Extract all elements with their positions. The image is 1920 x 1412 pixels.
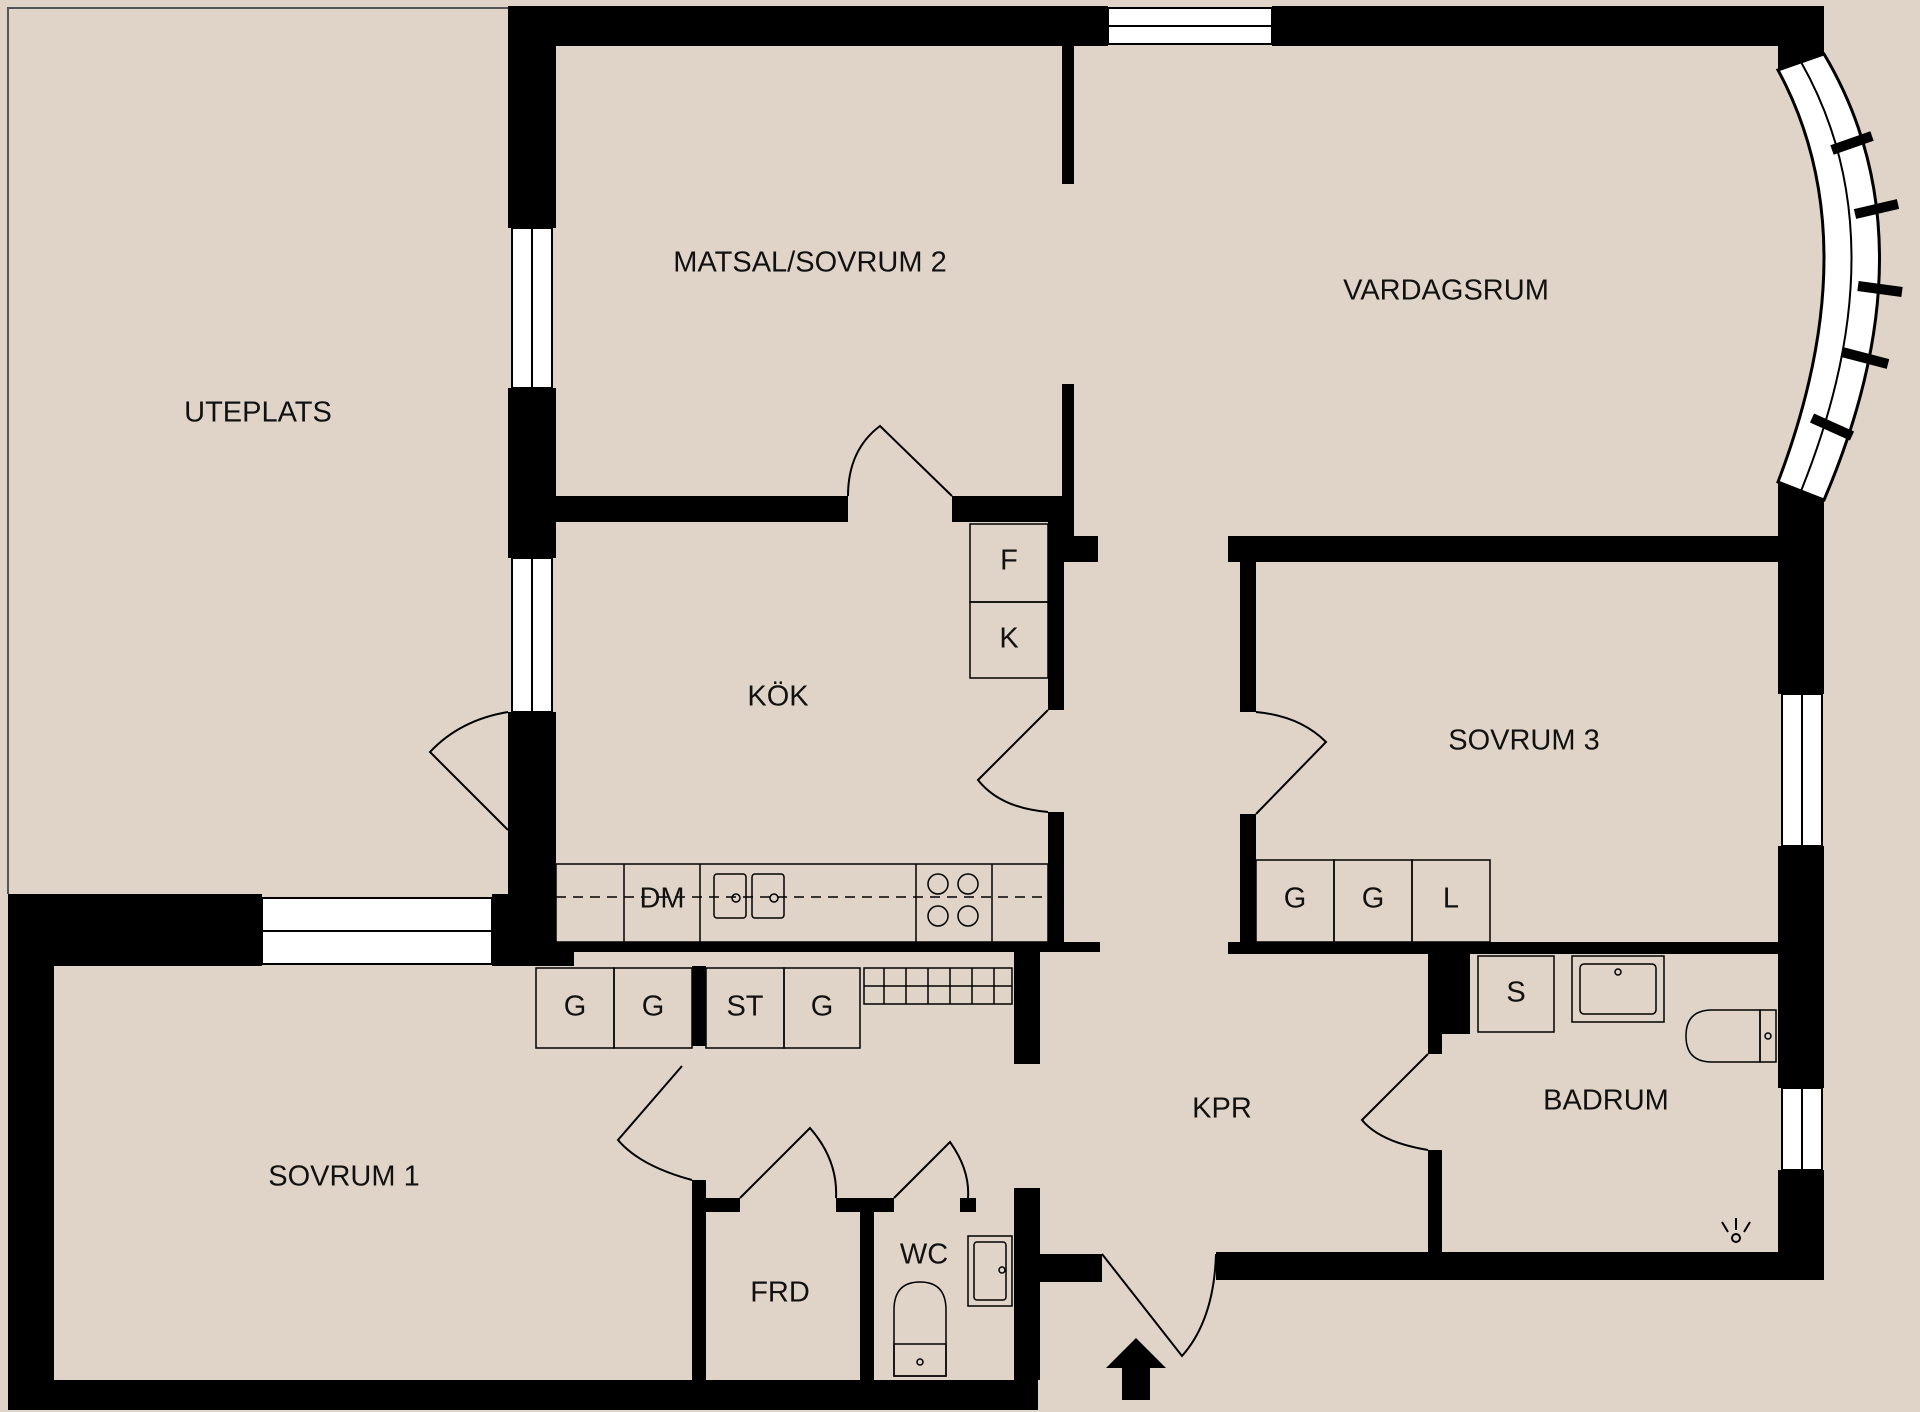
doors [428,424,1429,1358]
fixtures [535,523,1777,1377]
ceiling-light-icon [1721,1218,1751,1243]
walls [8,6,1824,1410]
terrace-outline [7,7,510,894]
appliance-label-wardrobe-5: G [1362,883,1385,915]
appliance-label-linen: L [1443,883,1459,915]
appliance-label-wardrobe-4: G [1284,883,1307,915]
entrance-arrow-icon [1106,1338,1166,1400]
appliance-label-wardrobe-2: G [642,991,665,1023]
room-label-matsal: MATSAL/SOVRUM 2 [673,247,946,279]
room-label-vardagsrum: VARDAGSRUM [1343,275,1549,307]
bay-window [1775,52,1903,502]
appliance-label-wardrobe-3: G [811,991,834,1023]
appliance-label-freezer: K [999,623,1019,655]
appliance-label-shower: S [1506,977,1525,1009]
appliance-label-storage: ST [726,991,763,1023]
room-label-frd: FRD [750,1277,810,1309]
room-label-uteplats: UTEPLATS [184,397,332,429]
room-label-sovrum3: SOVRUM 3 [1448,725,1599,757]
appliance-label-dishwasher: DM [639,883,684,915]
room-label-wc: WC [900,1239,948,1271]
room-label-kpr: KPR [1192,1093,1252,1125]
appliance-label-fridge: F [1000,545,1018,577]
room-label-sovrum1: SOVRUM 1 [268,1161,419,1193]
room-label-kok: KÖK [747,681,809,713]
room-label-badrum: BADRUM [1543,1085,1669,1117]
windows [261,7,1823,1171]
appliance-label-wardrobe-1: G [564,991,587,1023]
